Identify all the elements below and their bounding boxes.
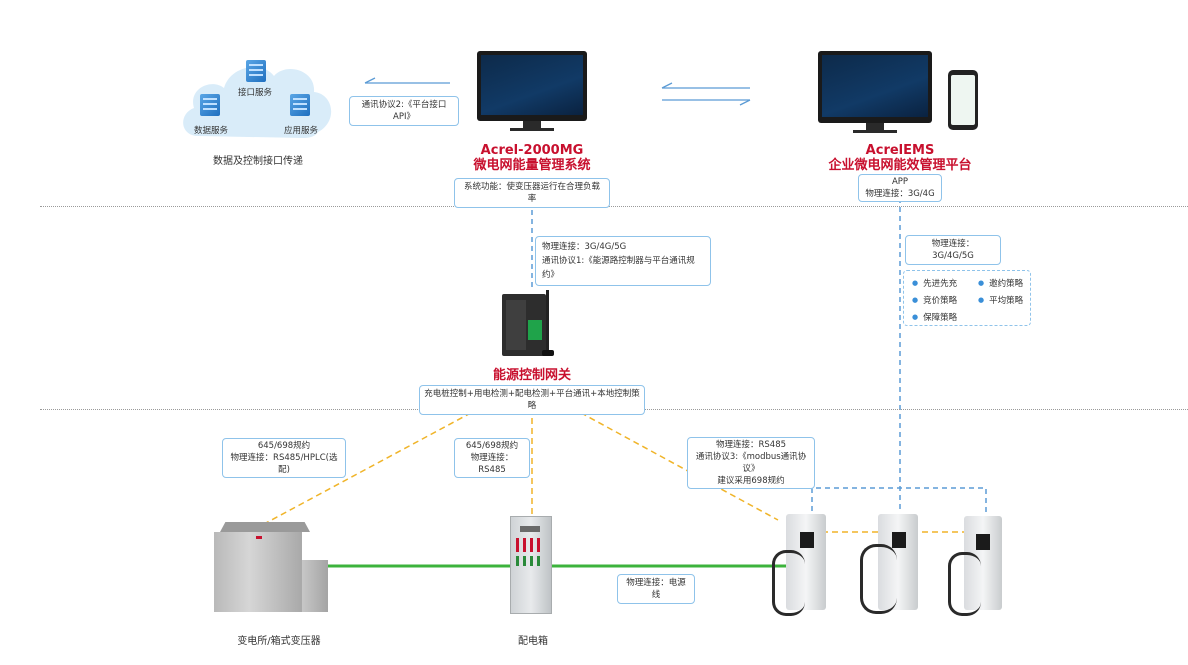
strategy-item: 竞价策略 [912,294,957,306]
gateway-link-line1: 物理连接：3G/4G/5G [542,242,627,252]
gateway-desc: 充电桩控制+用电检测+配电检测+平台通讯+本地控制策略 [419,385,645,415]
gateway-to-charger-line [571,407,779,521]
sync-arrows [661,82,751,106]
strategy-item: 先进先充 [912,277,957,289]
mg-monitor-screen [481,55,583,115]
mg-title-line1: Acrel-2000MG [480,143,584,158]
ems-title-line1: AcrelEMS [865,143,935,158]
power-line-label: 物理连接：电源线 [617,574,695,604]
ems-app-box: APP 物理连接：3G/4G [858,174,942,202]
server-icon-app [290,94,310,116]
strategy-item: 保障策略 [912,311,957,323]
cabinet-image [510,516,554,614]
substation-link-line1: 645/698规约 [257,441,311,451]
cabinet-link-box: 645/698规约 物理连接：RS485 [454,438,530,478]
ems-title-line2: 企业微电网能效管理平台 [828,158,972,173]
ems-monitor-screen [822,55,928,117]
ems-link-label: 物理连接：3G/4G/5G [905,235,1001,265]
api-arrow [364,77,450,84]
gateway-to-substation-line [237,407,481,539]
ems-app-line1: APP [891,177,909,187]
strategy-item: 邀约策略 [978,277,1023,289]
substation-link-box: 645/698规约 物理连接：RS485/HPLC(选配) [222,438,346,478]
server-icon-data [200,94,220,116]
gateway-device-image [502,290,554,356]
cabinet-link-line1: 645/698规约 [465,441,519,451]
mg-function-label: 系统功能：使变压器运行在合理负载率 [454,178,610,208]
cabinet-label: 配电箱 [518,636,548,647]
service-interface-label: 接口服务 [238,88,273,98]
charger-image [948,516,1010,616]
gateway-title: 能源控制网关 [492,368,571,383]
charger-link-box: 物理连接：RS485 通讯协议3:《modbus通讯协议》 建议采用698规约 [687,437,815,489]
gateway-link-line2: 通讯协议1:《能源路控制器与平台通讯规约》 [542,256,695,280]
strategy-box: 先进先充 邀约策略 竞价策略 平均策略 保障策略 [903,270,1031,326]
ems-app-line2: 物理连接：3G/4G [865,189,935,199]
service-data-label: 数据服务 [194,126,229,136]
cloud-icon [183,66,332,138]
strategy-item: 平均策略 [978,294,1023,306]
protocol2-label: 通讯协议2:《平台接口API》 [349,96,459,126]
cloud-services: 接口服务 数据服务 应用服务 [178,52,338,144]
substation-link-line2: 物理连接：RS485/HPLC(选配) [230,453,338,475]
charger-link-line3: 建议采用698规约 [717,476,785,486]
charger-link-line1: 物理连接：RS485 [715,440,787,450]
divider-top [40,206,1188,207]
server-icon-interface [246,60,266,82]
cabinet-link-line2: 物理连接：RS485 [470,453,514,475]
ems-monitor-base [853,130,897,133]
substation-image [208,522,330,614]
ems-monitor-stand [866,123,884,130]
charger-bracket-line [811,487,987,520]
service-app-label: 应用服务 [284,126,319,136]
cloud-caption: 数据及控制接口传递 [213,156,303,167]
mg-monitor-base [510,128,554,131]
charger-image [772,514,832,616]
phone-screen [951,75,975,125]
gateway-link-box: 物理连接：3G/4G/5G 通讯协议1:《能源路控制器与平台通讯规约》 [535,236,711,286]
mg-title-line2: 微电网能量管理系统 [473,158,591,173]
charger-link-line2: 通讯协议3:《modbus通讯协议》 [695,452,807,474]
charger-image [860,514,924,614]
mg-monitor-stand [523,121,541,128]
substation-label: 变电所/箱式变压器 [237,636,321,647]
